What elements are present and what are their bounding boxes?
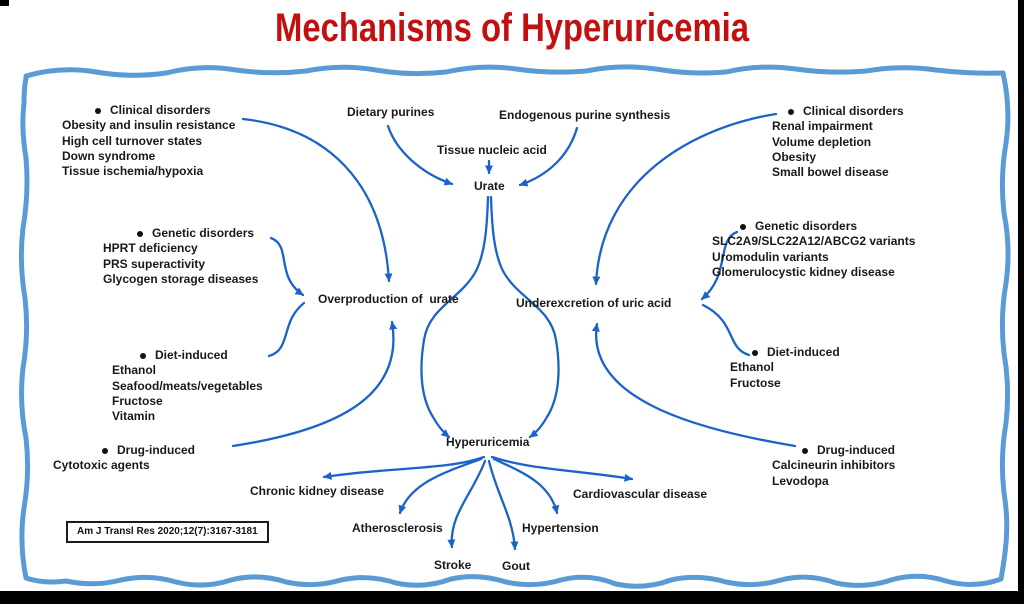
cause-item: Fructose [730, 375, 781, 390]
cause-title-row: Diet-induced [730, 345, 840, 360]
node-gout: Gout [502, 559, 530, 573]
cause-title-label: Clinical disorders [110, 103, 211, 117]
arrow-to-stroke [447, 459, 487, 549]
cause-item: Tissue ischemia/hypoxia [62, 164, 204, 179]
node-endogenous-purine-synthesis: Endogenous purine synthesis [499, 108, 671, 122]
cause-title-row: Clinical disorders [772, 104, 904, 119]
arrow-to-chronic-kidney-disease [322, 455, 486, 480]
node-hyperuricemia: Hyperuricemia [446, 435, 530, 449]
cause-title-row: Genetic disorders [712, 219, 915, 234]
cause-title-row: Drug-induced [772, 443, 895, 458]
brace-left-diet-to-overproduction [267, 301, 306, 358]
arrow-right-clinical-to-underexcretion [592, 112, 778, 286]
cause-item: Levodopa [772, 473, 829, 488]
node-stroke: Stroke [434, 558, 472, 572]
bullet-icon [140, 352, 146, 359]
bullet-icon [752, 349, 758, 356]
cause-item: Uromodulin variants [712, 249, 829, 264]
cause-block-right-drug: Drug-induced Calcineurin inhibitors Levo… [772, 443, 895, 489]
cause-item: PRS superactivity [103, 256, 206, 271]
brace-right-genetic-to-underexcretion [700, 230, 739, 301]
node-cardiovascular-disease: Cardiovascular disease [573, 487, 708, 501]
cause-block-right-clinical: Clinical disorders Renal impairment Volu… [772, 104, 904, 180]
cause-title-label: Drug-induced [817, 443, 895, 457]
cause-title-label: Diet-induced [155, 348, 228, 362]
cause-title-row: Clinical disorders [62, 103, 235, 118]
cause-item: Renal impairment [772, 119, 873, 134]
node-atherosclerosis: Atherosclerosis [352, 521, 443, 535]
cause-item: Ethanol [730, 360, 774, 375]
figure-title: Mechanisms of Hyperuricemia [275, 6, 749, 50]
arrow-dietary-purines-to-urate [386, 124, 454, 186]
cause-item: Obesity [772, 149, 817, 164]
cause-title-label: Drug-induced [117, 443, 195, 457]
cause-block-right-genetic: Genetic disorders SLC2A9/SLC22A12/ABCG2 … [712, 219, 915, 280]
cause-title-label: Clinical disorders [803, 104, 904, 118]
cause-item: Cytotoxic agents [53, 458, 150, 473]
bullet-icon [95, 107, 101, 114]
brace-right-diet-to-underexcretion [701, 303, 751, 357]
arrow-left-clinical-to-overproduction [241, 117, 393, 283]
node-overproduction: Overproduction of urate [318, 292, 459, 306]
frame-bottom-bar [0, 591, 1024, 604]
bullet-icon [788, 108, 794, 115]
cause-item: HPRT deficiency [103, 241, 198, 256]
cause-item: Fructose [112, 393, 163, 408]
node-underexcretion: Underexcretion of uric acid [516, 296, 672, 310]
arrow-endogenous-synthesis-to-urate [518, 126, 579, 187]
cause-block-left-genetic: Genetic disorders HPRT deficiency PRS su… [103, 226, 258, 287]
node-urate: Urate [474, 179, 505, 193]
cause-item: Vitamin [112, 409, 156, 424]
cause-block-left-drug: Drug-induced Cytotoxic agents [53, 443, 195, 474]
cause-item: SLC2A9/SLC22A12/ABCG2 variants [712, 234, 916, 249]
cause-item: Obesity and insulin resistance [62, 118, 236, 133]
cause-item: Glomerulocystic kidney disease [712, 264, 895, 279]
cause-title-row: Genetic disorders [103, 226, 258, 241]
arrow-urate-to-hyperuricemia-right [489, 195, 560, 439]
wavy-border [18, 64, 1011, 589]
cause-block-left-diet: Diet-induced Ethanol Seafood/meats/veget… [112, 348, 263, 424]
bullet-icon [137, 230, 143, 237]
frame-corner-mark [0, 0, 9, 6]
cause-title-label: Genetic disorders [755, 219, 858, 233]
node-chronic-kidney-disease: Chronic kidney disease [250, 484, 385, 498]
node-hypertension: Hypertension [522, 521, 599, 535]
arrow-right-drug-to-underexcretion [591, 322, 797, 448]
cause-block-left-clinical: Clinical disorders Obesity and insulin r… [62, 103, 235, 179]
cause-item: Ethanol [112, 363, 156, 378]
cause-item: Seafood/meats/vegetables [112, 378, 263, 393]
cause-item: High cell turnover states [62, 133, 203, 148]
cause-title-label: Genetic disorders [152, 226, 255, 240]
bullet-icon [740, 223, 746, 230]
arrow-urate-to-hyperuricemia-left [420, 195, 490, 439]
arrow-to-cardiovascular-disease [490, 455, 634, 482]
bullet-icon [102, 447, 108, 454]
cause-block-right-diet: Diet-induced Ethanol Fructose [730, 345, 840, 391]
cause-title-row: Drug-induced [53, 443, 195, 458]
node-tissue-nucleic-acid: Tissue nucleic acid [437, 143, 547, 157]
arrow-to-hypertension [492, 457, 560, 515]
node-dietary-purines: Dietary purines [347, 105, 435, 119]
frame-right-bar [1018, 0, 1024, 604]
cause-item: Volume depletion [772, 134, 872, 149]
bullet-icon [802, 447, 808, 454]
arrow-left-drug-to-overproduction [231, 320, 398, 448]
cause-item: Down syndrome [62, 148, 156, 163]
cause-title-row: Diet-induced [112, 348, 263, 363]
cause-title-label: Diet-induced [767, 345, 840, 359]
citation-box: Am J Transl Res 2020;12(7):3167-3181 [66, 521, 269, 543]
arrow-to-atherosclerosis [398, 457, 483, 515]
cause-item: Glycogen storage diseases [103, 271, 259, 286]
cause-item: Calcineurin inhibitors [772, 458, 896, 473]
cause-item: Small bowel disease [772, 165, 889, 180]
arrow-to-gout [487, 459, 519, 551]
brace-left-genetic-to-overproduction [269, 236, 305, 297]
